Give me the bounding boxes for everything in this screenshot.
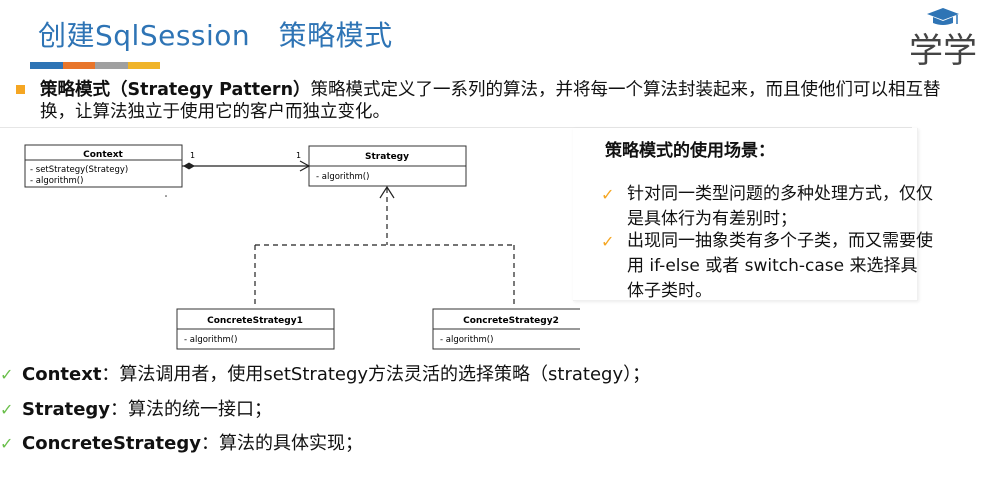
strategy-name: Strategy — [365, 152, 409, 162]
scenarios-panel: 策略模式的使用场景： ✓ 针对同一类型问题的多种处理方式，仅仅是具体行为有差别时… — [573, 128, 933, 301]
graduation-cap-icon: 学学 — [909, 8, 977, 71]
checkmark-icon: ✓ — [0, 365, 14, 384]
title-accent-bar — [30, 62, 160, 69]
role-item-strategy: ✓Strategy：算法的统一接口； — [0, 399, 273, 420]
uml-concrete-strategy1-class: ConcreteStrategy1 - algorithm() — [176, 308, 335, 350]
checkmark-icon: ✓ — [601, 232, 615, 251]
scenarios-title: 策略模式的使用场景： — [605, 141, 775, 161]
multiplicity-label: 1 — [296, 151, 301, 160]
page-title: 创建SqlSession 策略模式 — [38, 19, 393, 52]
intro-term: 策略模式（Strategy Pattern） — [40, 80, 311, 100]
checkmark-icon: ✓ — [601, 185, 615, 204]
intro-paragraph: 策略模式（Strategy Pattern）策略模式定义了一系列的算法，并将每一… — [16, 79, 956, 123]
concrete2-name: ConcreteStrategy2 — [463, 316, 559, 326]
association-line: 1 1 — [182, 151, 311, 172]
role-item-concrete-strategy: ✓ConcreteStrategy：算法的具体实现； — [0, 433, 363, 454]
strategy-method: - algorithm() — [316, 172, 369, 182]
concrete1-name: ConcreteStrategy1 — [207, 316, 303, 326]
multiplicity-label: 1 — [190, 151, 195, 160]
section-divider — [0, 127, 912, 128]
context-method: - algorithm() — [30, 176, 83, 186]
concrete1-method: - algorithm() — [184, 335, 237, 345]
role-item-context: ✓Context：算法调用者，使用setStrategy方法灵活的选择策略（st… — [0, 364, 651, 385]
intro-text: 策略模式定义了一系列的算法，并将每一个算法封装起来，而且使他们可以相互替换，让算… — [40, 80, 941, 122]
checkmark-icon: ✓ — [0, 434, 14, 453]
uml-context-class: Context - setStrategy(Strategy) - algori… — [24, 144, 183, 188]
context-method: - setStrategy(Strategy) — [30, 165, 128, 175]
bullet-square-icon — [16, 85, 25, 94]
uml-concrete-strategy2-class: ConcreteStrategy2 - algorithm() — [432, 308, 580, 350]
logo-text: 学学 — [909, 31, 977, 68]
uml-class-diagram: Context - setStrategy(Strategy) - algori… — [24, 144, 580, 350]
brand-logo: 学学 — [905, 6, 985, 71]
uml-strategy-interface: Strategy - algorithm() — [308, 145, 467, 187]
context-name: Context — [83, 150, 123, 160]
concrete2-method: - algorithm() — [440, 335, 493, 345]
scenario-item: ✓ 针对同一类型问题的多种处理方式，仅仅是具体行为有差别时； — [601, 184, 933, 229]
checkmark-icon: ✓ — [0, 400, 14, 419]
scenario-item: ✓ 出现同一抽象类有多个子类，而又需要使用 if-else 或者 switch-… — [601, 231, 933, 301]
realization-lines — [254, 185, 515, 308]
